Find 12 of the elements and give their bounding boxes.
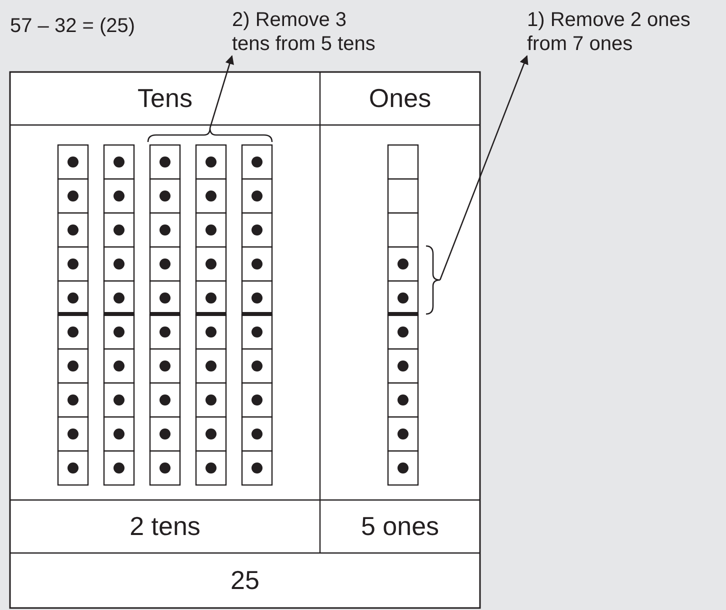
curly-brace (147, 127, 273, 142)
table-text: 5 ones (360, 511, 440, 542)
leader-arrow (439, 55, 528, 280)
leader-arrow (209, 55, 234, 128)
curly-brace (426, 245, 441, 315)
callout-text: 1) Remove 2 ones from 7 ones (527, 8, 717, 56)
column-header: Ones (368, 83, 432, 114)
callout-text: 2) Remove 3 tens from 5 tens (232, 8, 382, 56)
column-header: Tens (138, 83, 192, 114)
table-text: 2 tens (130, 511, 200, 542)
equation-title: 57 – 32 = (25) (10, 14, 136, 38)
table-text: 25 (230, 565, 260, 596)
